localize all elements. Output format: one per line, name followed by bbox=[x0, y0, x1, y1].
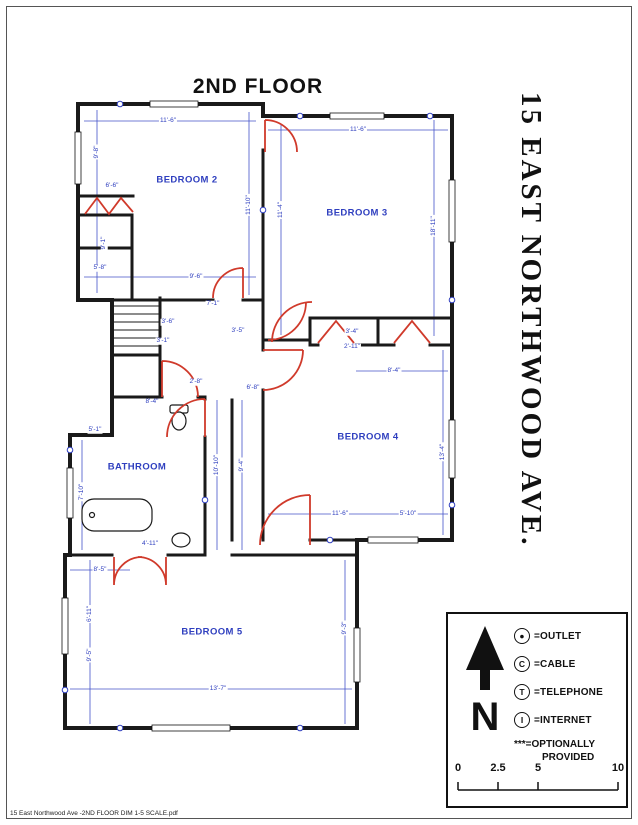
bedroom5-closet-door-right bbox=[137, 556, 167, 586]
room-label-bedroom3: BEDROOM 3 bbox=[326, 207, 388, 219]
dimension-label: 9'-1" bbox=[99, 235, 108, 251]
stairs bbox=[112, 305, 160, 347]
dimension-label: 3'-1" bbox=[155, 336, 171, 345]
dimension-label: 5'-10" bbox=[398, 509, 418, 518]
dimension-label: 9'-4" bbox=[237, 457, 246, 473]
bedroom5-closet-door-left bbox=[113, 556, 143, 586]
dimension-label: 11'-4" bbox=[276, 200, 285, 220]
dimension-label: 3'-6" bbox=[160, 317, 176, 326]
dimension-label: 10'-10" bbox=[212, 453, 221, 477]
dimension-label: 8'-4" bbox=[386, 366, 402, 375]
telephone-icon: T bbox=[514, 684, 530, 700]
legend-label-telephone: =TELEPHONE bbox=[534, 686, 603, 698]
bedroom4-door bbox=[262, 349, 304, 391]
bedroom5-door bbox=[259, 494, 311, 546]
footer-filename: 15 East Northwood Ave -2ND FLOOR DIM 1-5… bbox=[10, 810, 178, 817]
hall-closet-door bbox=[161, 360, 199, 398]
dimension-label: 5'-1" bbox=[87, 425, 103, 434]
bathroom-fixtures bbox=[81, 404, 191, 548]
room-label-bathroom: BATHROOM bbox=[107, 461, 167, 473]
dimension-label: 8'-4" bbox=[144, 397, 160, 406]
bathroom-door bbox=[166, 398, 206, 438]
internet-icon: I bbox=[514, 712, 530, 728]
room-label-bedroom4: BEDROOM 4 bbox=[337, 431, 399, 443]
dimension-label: 3'-4" bbox=[344, 327, 360, 336]
legend-label-cable: =CABLE bbox=[534, 658, 576, 670]
legend-items: ● =OUTLET C =CABLE T =TELEPHONE I =INTER… bbox=[514, 622, 603, 734]
dimension-label: 7'-1" bbox=[205, 299, 221, 308]
address-title: 15 EAST NORTHWOOD AVE. bbox=[515, 92, 547, 548]
hall-door-b bbox=[271, 301, 313, 343]
legend-label-internet: =INTERNET bbox=[534, 714, 592, 726]
dimension-label: 9'-6" bbox=[188, 272, 204, 281]
tub-drain bbox=[88, 511, 96, 519]
outlet-icon: ● bbox=[514, 628, 530, 644]
dimension-label: 9'-3" bbox=[340, 620, 349, 636]
dimension-label: 13'-4" bbox=[438, 442, 447, 462]
bedroom4-bifold-left bbox=[317, 319, 355, 344]
dimension-label: 3'-5" bbox=[230, 326, 246, 335]
bedroom3-door bbox=[264, 119, 298, 153]
dimension-label: 11'-6" bbox=[158, 116, 178, 125]
dimension-label: 11'-6" bbox=[330, 509, 350, 518]
dimension-label: 9'-5" bbox=[85, 647, 94, 663]
scale-bar-line bbox=[457, 782, 619, 791]
windows bbox=[61, 100, 456, 732]
north-label: N bbox=[470, 695, 500, 739]
dimension-label: 18'-11" bbox=[429, 215, 438, 237]
dimension-label: 6'-11" bbox=[85, 604, 94, 624]
scale-bar: 0 2.5 5 10 bbox=[452, 762, 625, 800]
legend-note-line1: ***=OPTIONALLY bbox=[514, 739, 596, 750]
sink bbox=[171, 532, 191, 548]
legend-row-internet: I =INTERNET bbox=[514, 706, 603, 734]
door-swings bbox=[84, 119, 431, 586]
bedroom4-bifold-right bbox=[393, 319, 431, 344]
dimension-label: 6'-8" bbox=[245, 383, 261, 392]
room-label-bedroom5: BEDROOM 5 bbox=[181, 626, 243, 638]
dimension-lines bbox=[70, 110, 448, 724]
bathtub bbox=[81, 498, 153, 532]
scale-tick-5: 5 bbox=[534, 762, 542, 774]
exterior-walls bbox=[63, 102, 454, 730]
dimension-label: 5'-8" bbox=[92, 263, 108, 272]
scale-tick-0: 0 bbox=[454, 762, 462, 774]
dimension-label: 7'-10" bbox=[77, 482, 86, 502]
legend: N ● =OUTLET C =CABLE T =TELEPHONE I =INT… bbox=[446, 612, 628, 808]
legend-note-line2: PROVIDED bbox=[542, 752, 595, 763]
dimension-label: 4'-11" bbox=[140, 539, 160, 548]
dimension-label: 9'-8" bbox=[92, 144, 101, 160]
dimension-label: 8'-5" bbox=[92, 565, 108, 574]
legend-row-cable: C =CABLE bbox=[514, 650, 603, 678]
dimension-label: 2'-11" bbox=[342, 342, 362, 351]
north-arrow-icon bbox=[466, 626, 504, 690]
dimension-label: 13'-7" bbox=[208, 684, 228, 693]
legend-row-telephone: T =TELEPHONE bbox=[514, 678, 603, 706]
cable-icon: C bbox=[514, 656, 530, 672]
north-arrow: N bbox=[458, 624, 512, 737]
outlet-markers bbox=[61, 100, 456, 732]
dimension-label: 11'-6" bbox=[348, 125, 368, 134]
dimension-label: 6'-6" bbox=[104, 181, 120, 190]
bedroom2-door bbox=[212, 267, 244, 299]
scale-tick-10: 10 bbox=[611, 762, 625, 774]
legend-label-outlet: =OUTLET bbox=[534, 630, 582, 642]
hall-door-a bbox=[267, 301, 307, 341]
bedroom2-closet-bifold bbox=[84, 196, 134, 216]
page-title: 2ND FLOOR bbox=[192, 75, 324, 98]
scale-tick-2-5: 2.5 bbox=[490, 762, 506, 774]
legend-note: ***=OPTIONALLY PROVIDED bbox=[514, 738, 595, 764]
room-label-bedroom2: BEDROOM 2 bbox=[156, 174, 218, 186]
toilet-bowl bbox=[171, 411, 187, 431]
legend-row-outlet: ● =OUTLET bbox=[514, 622, 603, 650]
dimension-label: 11'-10" bbox=[244, 194, 253, 216]
dimension-label: 2'-8" bbox=[188, 377, 204, 386]
